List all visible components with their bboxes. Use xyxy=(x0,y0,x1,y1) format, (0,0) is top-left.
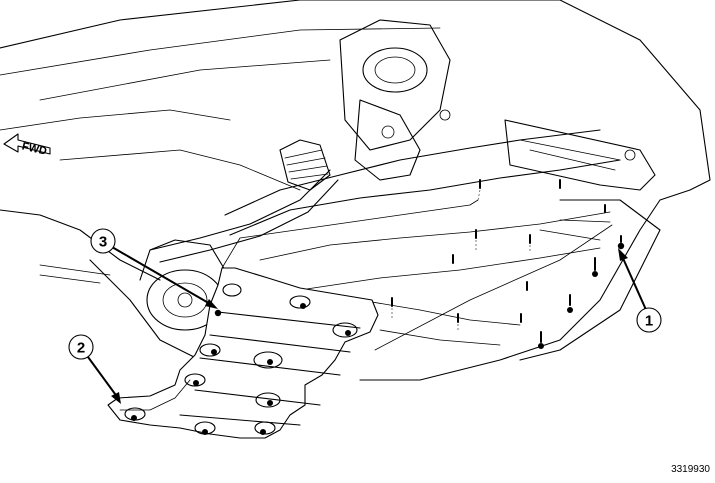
bolt xyxy=(538,331,544,349)
splash-shield-panel xyxy=(107,267,379,439)
callout-2-label: 2 xyxy=(77,340,85,357)
figure-id: 3319930 xyxy=(671,464,710,475)
callout-1: 1 xyxy=(618,248,662,333)
bolt xyxy=(592,257,598,277)
fwd-label: FWD xyxy=(21,140,48,157)
fwd-direction-arrow: FWD xyxy=(3,133,51,158)
rear-bracket xyxy=(504,119,656,191)
bolt xyxy=(567,294,573,313)
suspension-assembly xyxy=(339,19,451,181)
panel-fasteners xyxy=(131,303,351,435)
bolt xyxy=(477,179,481,201)
fasteners-exploded xyxy=(221,179,625,351)
callout-3-label: 3 xyxy=(99,234,107,251)
cv-boot xyxy=(279,139,331,191)
callout-1-label: 1 xyxy=(645,313,653,330)
callout-3: 3 xyxy=(90,228,218,309)
bolt xyxy=(617,235,625,250)
callout-2: 2 xyxy=(68,334,121,404)
